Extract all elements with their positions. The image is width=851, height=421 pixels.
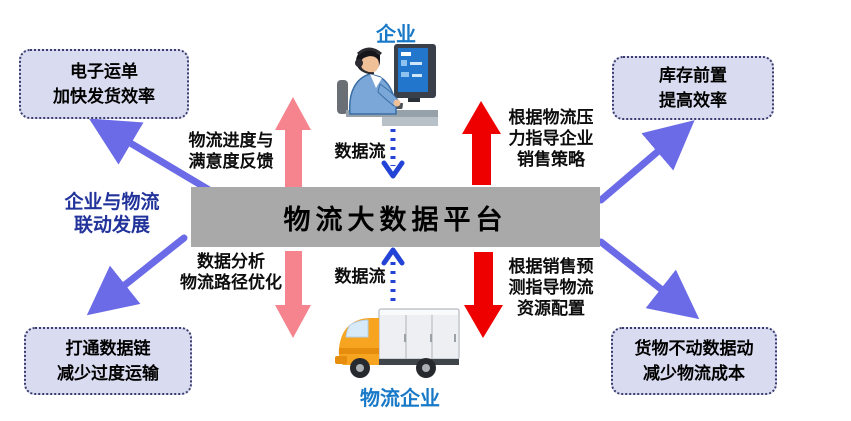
arrow-to-bottom-left-box bbox=[86, 234, 188, 316]
truck-box-icon bbox=[378, 308, 460, 360]
outcome-line: 打通数据链 bbox=[65, 338, 151, 358]
enterprise-label: 企业 bbox=[376, 24, 416, 46]
dotted-dataflow-arrow-up bbox=[381, 247, 405, 307]
outcome-box-inventory-forward: 库存前置 提高效率 bbox=[612, 56, 774, 120]
outcome-line: 货物不动数据动 bbox=[634, 338, 754, 358]
monitor-icon bbox=[394, 44, 436, 102]
truck-cab-icon bbox=[335, 318, 379, 365]
label-resource-allocation: 根据销售预 测指导物流 资源配置 bbox=[508, 257, 594, 318]
label-joint-development: 企业与物流 联动发展 bbox=[64, 192, 160, 236]
label-data-analysis: 数据分析 物流路径优化 bbox=[180, 252, 282, 292]
outcome-line: 库存前置 bbox=[659, 65, 727, 85]
outcome-box-electronic-waybill: 电子运单 加快发货效率 bbox=[19, 49, 189, 119]
pink-arrow-down-analysis bbox=[275, 251, 311, 338]
truck-wheels-icon bbox=[350, 358, 436, 378]
arrow-to-top-left-box bbox=[88, 118, 225, 201]
outcome-line: 电子运单 bbox=[70, 61, 138, 81]
operator-person-icon bbox=[348, 47, 401, 115]
platform-title: 物流大数据平台 bbox=[283, 204, 508, 235]
outcome-line: 提高效率 bbox=[659, 91, 727, 110]
enterprise-operator-icon bbox=[337, 44, 438, 126]
label-dataflow-bottom: 数据流 bbox=[334, 267, 386, 286]
outcome-line: 减少过度运输 bbox=[57, 364, 159, 383]
outcome-line: 加快发货效率 bbox=[53, 87, 155, 106]
logistics-enterprise-label: 物流企业 bbox=[360, 388, 440, 410]
platform-bar: 物流大数据平台 bbox=[191, 187, 600, 247]
red-arrow-up-strategy bbox=[462, 101, 501, 185]
label-sales-strategy: 根据物流压 力指导企业 销售策略 bbox=[508, 108, 594, 169]
chair-icon bbox=[337, 80, 348, 114]
label-dataflow-top: 数据流 bbox=[334, 142, 386, 161]
outcome-line: 减少物流成本 bbox=[643, 364, 745, 383]
red-arrow-down-resource bbox=[464, 252, 503, 338]
dotted-dataflow-arrow-down bbox=[381, 120, 405, 179]
pink-arrow-up-feedback bbox=[275, 97, 311, 189]
logistics-truck-icon bbox=[335, 308, 460, 378]
arrow-to-bottom-right-box bbox=[597, 238, 700, 320]
outcome-box-data-chain: 打通数据链 减少过度运输 bbox=[24, 327, 192, 395]
arrow-to-top-right-box bbox=[597, 120, 695, 204]
headset-icon bbox=[356, 47, 382, 56]
outcome-box-reduce-cost: 货物不动数据动 减少物流成本 bbox=[611, 327, 777, 395]
label-progress-feedback: 物流进度与 满意度反馈 bbox=[188, 131, 274, 171]
